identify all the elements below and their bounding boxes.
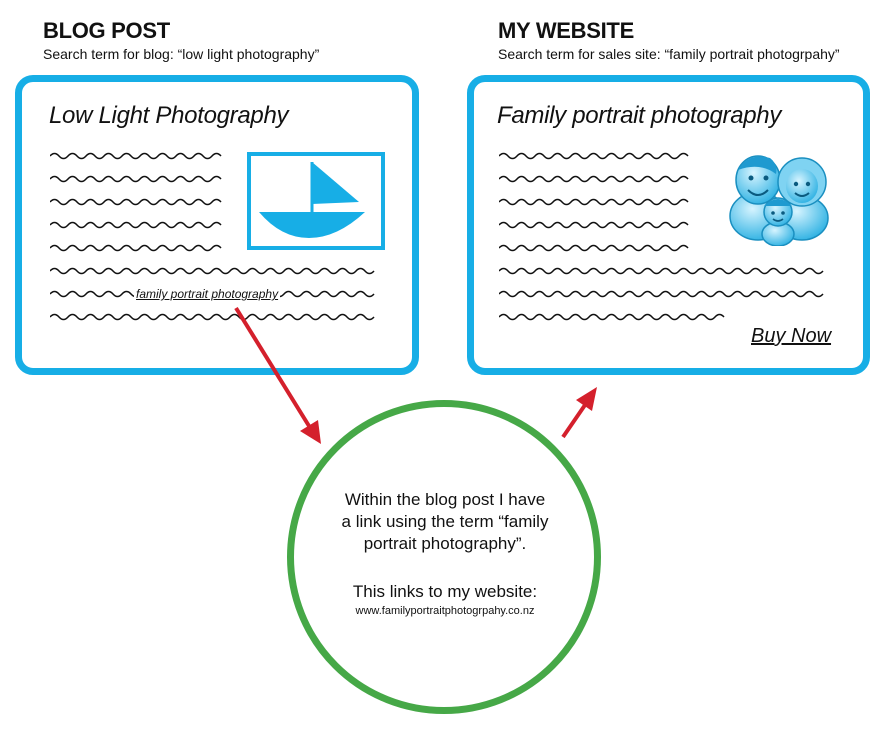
- text-line: [499, 221, 689, 229]
- text-line: [499, 313, 725, 321]
- website-long-text-lines: [499, 267, 824, 321]
- buy-now-link[interactable]: Buy Now: [748, 325, 835, 348]
- website-url: www.familyportraitphotogrpahy.co.nz: [355, 605, 535, 617]
- text-line: [50, 313, 375, 321]
- text-line: [499, 175, 689, 183]
- text-line: [50, 221, 222, 229]
- text-line: [50, 244, 222, 252]
- website-search-term: Search term for sales site: “family port…: [498, 46, 840, 62]
- circle-line-2: a link using the term “family: [341, 512, 549, 531]
- text-line: [499, 198, 689, 206]
- blog-search-term: Search term for blog: “low light photogr…: [43, 46, 320, 62]
- blog-post-card: Low Light Photography family portrait ph…: [15, 75, 419, 375]
- blog-short-text-lines: [50, 152, 222, 252]
- website-short-text-lines: [499, 152, 689, 252]
- blog-card-title: Low Light Photography: [49, 102, 289, 129]
- blog-post-heading: BLOG POST: [43, 18, 170, 43]
- text-line: [499, 152, 689, 160]
- text-line: [50, 198, 222, 206]
- circle-line-4: This links to my website:: [352, 582, 538, 601]
- website-card: Family portrait photography: [467, 75, 870, 375]
- text-line: [50, 267, 375, 275]
- arrow-blog-to-circle: [234, 306, 321, 444]
- text-line: [499, 290, 824, 298]
- my-website-heading: MY WEBSITE: [498, 18, 634, 43]
- sailboat-icon: [247, 152, 385, 250]
- text-line: [499, 244, 689, 252]
- circle-line-1: Within the blog post I have: [344, 490, 546, 509]
- family-icon: [729, 155, 829, 246]
- blog-link-family-portrait[interactable]: family portrait photography: [134, 287, 281, 301]
- website-card-title: Family portrait photography: [497, 102, 782, 129]
- explanation-circle: [287, 400, 601, 714]
- text-line: [50, 152, 222, 160]
- text-line: [50, 175, 222, 183]
- text-line: [499, 267, 824, 275]
- arrow-circle-to-website: [561, 387, 597, 439]
- circle-line-3: portrait photography”.: [363, 534, 527, 553]
